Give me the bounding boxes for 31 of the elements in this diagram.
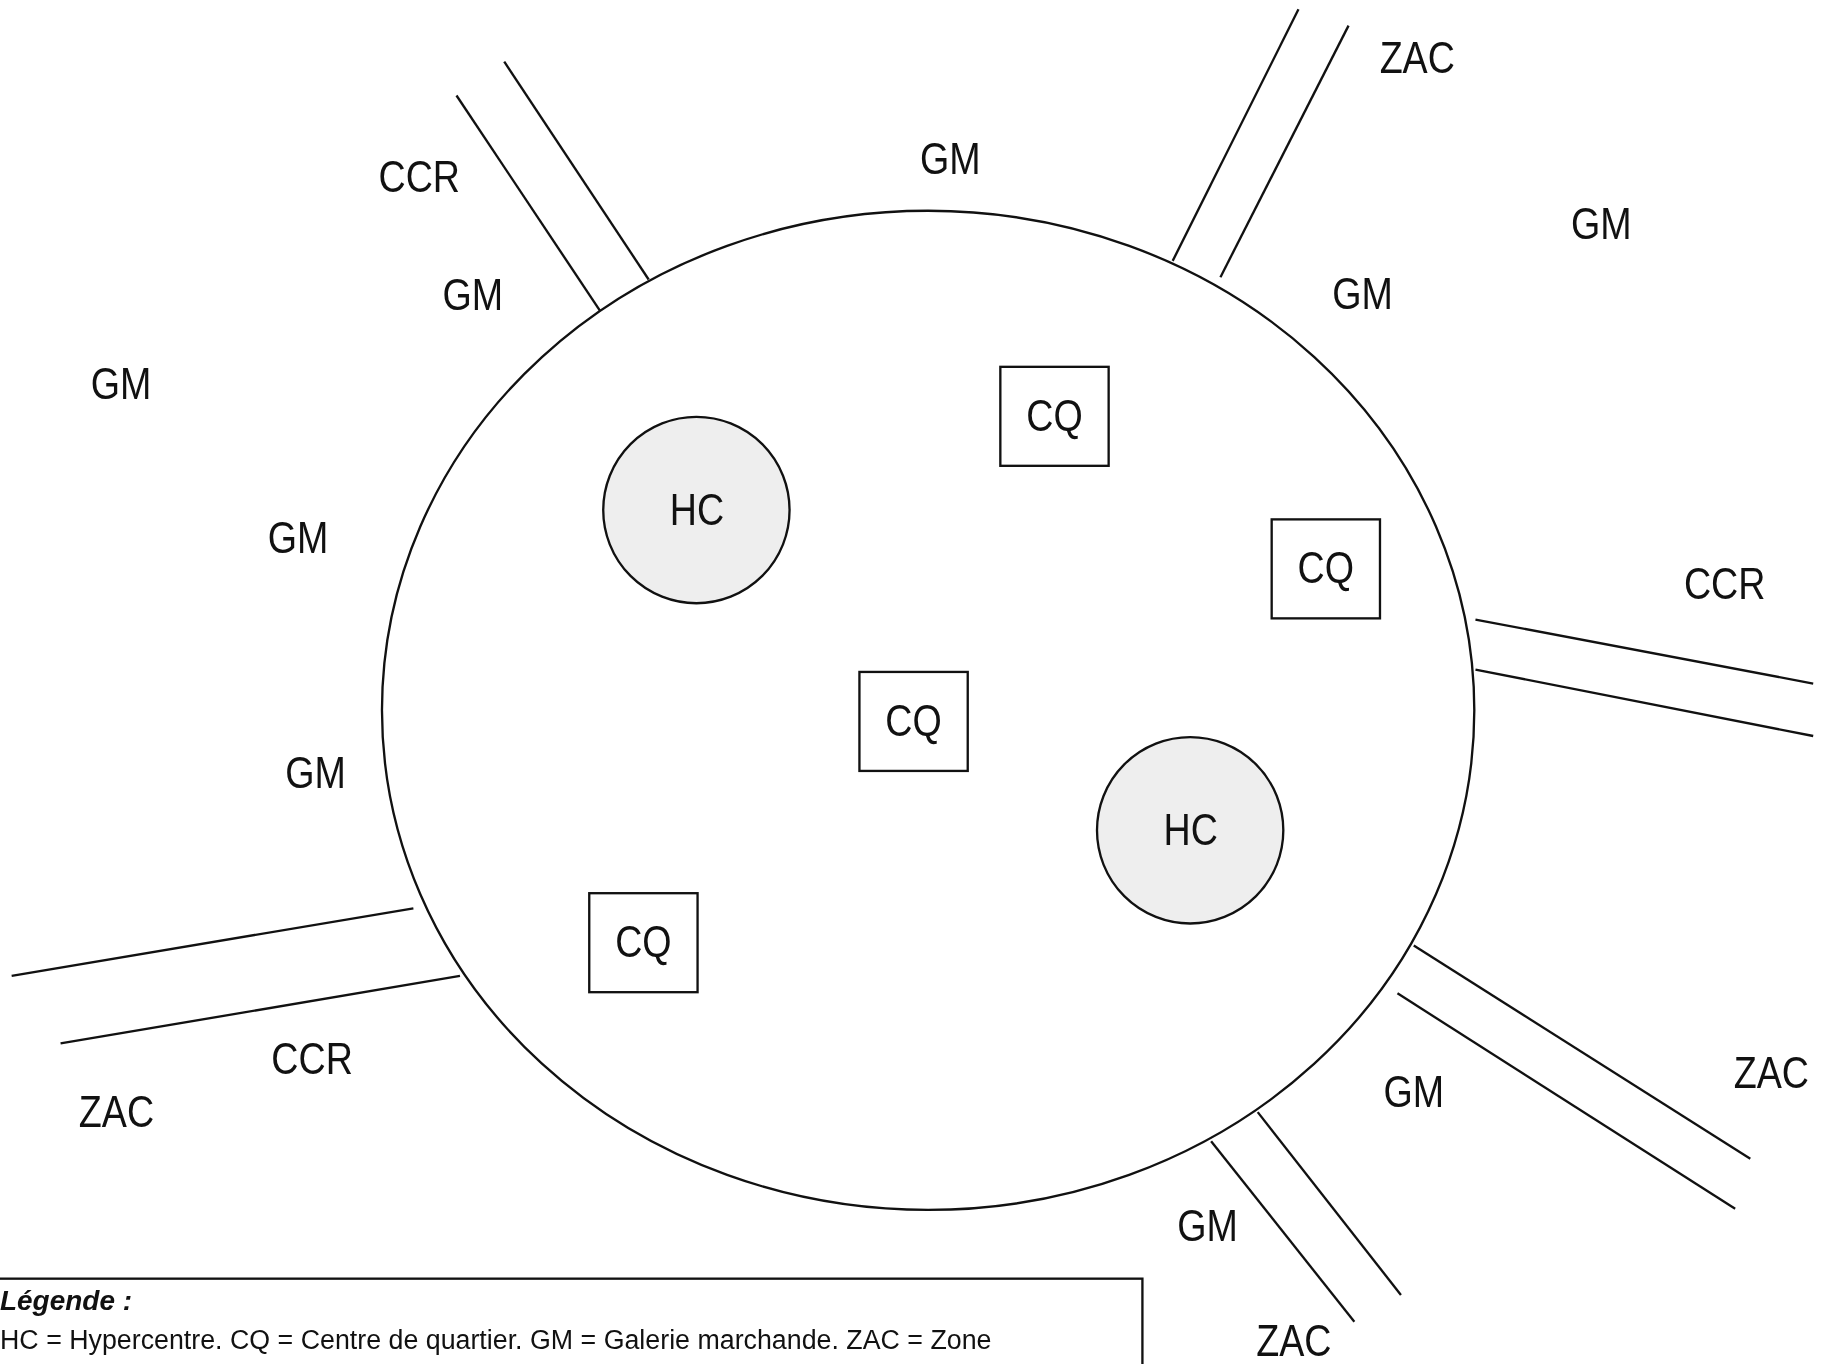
- place-label: CCR: [1683, 559, 1766, 610]
- legend-title: Légende :: [0, 1284, 132, 1318]
- legend-text: HC = Hypercentre. CQ = Centre de quartier. GM = Galerie marchande. ZAC = Zone: [0, 1324, 992, 1356]
- district-label: CQ: [885, 696, 942, 747]
- hypercentre-circle: [602, 415, 791, 605]
- district-label: CQ: [1026, 391, 1083, 442]
- place-label: GM: [1332, 269, 1393, 320]
- place-label: CCR: [378, 151, 460, 203]
- district-centre-box: [858, 670, 969, 773]
- city-ellipse: [380, 209, 1476, 1212]
- place-label: GM: [1570, 199, 1632, 250]
- district-centre-box: [1270, 518, 1382, 620]
- place-label: CCR: [271, 1034, 353, 1085]
- hypercentre-label: HC: [669, 485, 724, 536]
- place-label: GM: [285, 748, 346, 799]
- place-label: GM: [1177, 1201, 1238, 1252]
- place-label: GM: [90, 359, 152, 410]
- district-centre-box: [999, 365, 1110, 467]
- place-label: GM: [267, 513, 329, 564]
- place-label: ZAC: [78, 1087, 155, 1138]
- place-label: ZAC: [1733, 1048, 1809, 1099]
- hypercentre-circle: [1095, 736, 1285, 925]
- place-label: GM: [1383, 1067, 1445, 1118]
- place-label: GM: [919, 134, 981, 185]
- place-label: GM: [442, 270, 504, 321]
- hypercentre-label: HC: [1163, 805, 1218, 856]
- district-label: CQ: [615, 917, 672, 968]
- place-label: ZAC: [1379, 33, 1455, 84]
- district-centre-box: [588, 892, 699, 994]
- district-label: CQ: [1297, 543, 1355, 594]
- place-label: ZAC: [1256, 1316, 1332, 1364]
